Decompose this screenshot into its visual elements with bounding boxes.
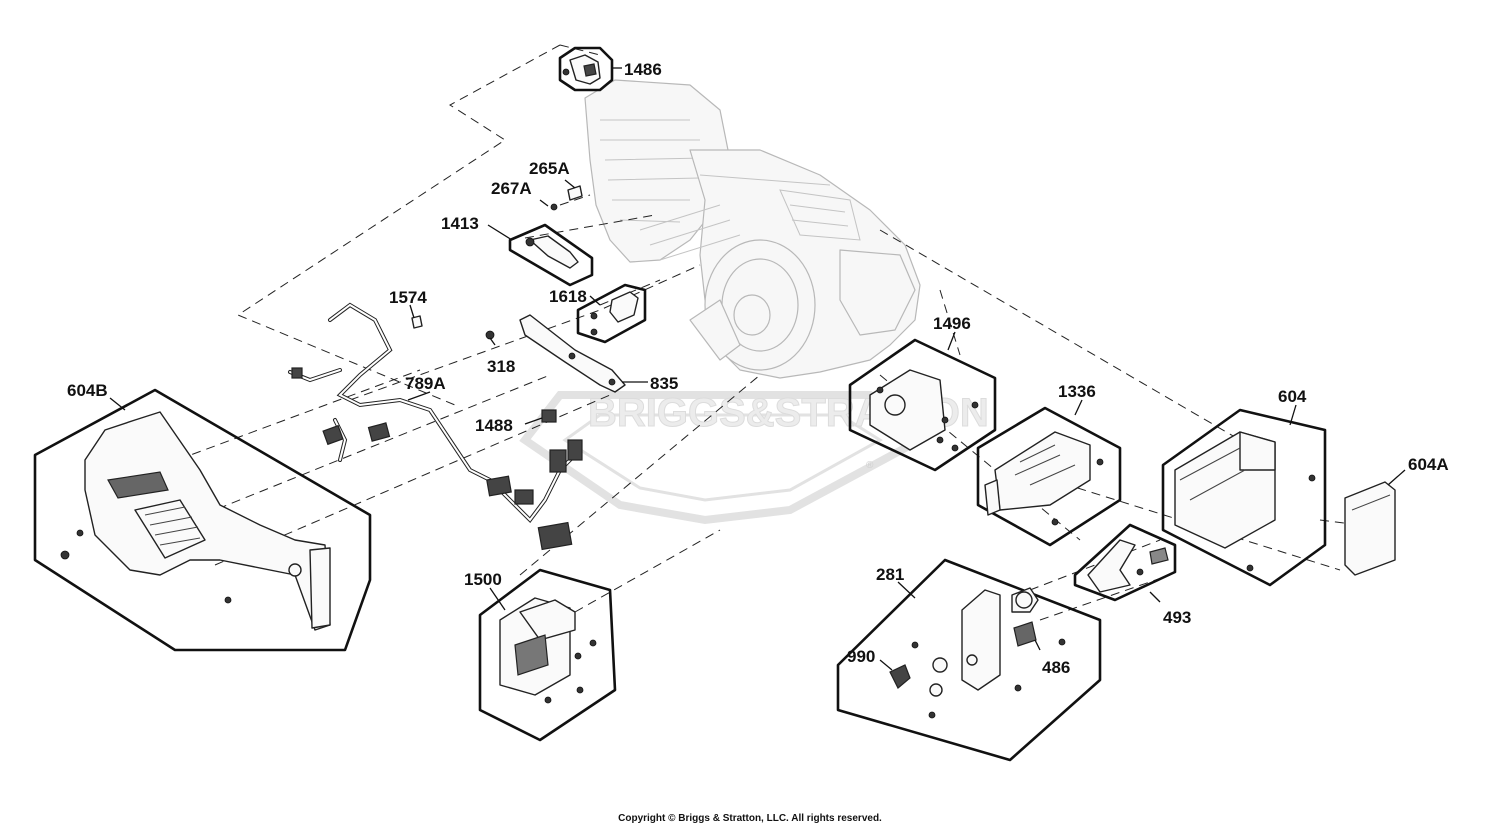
part-604-housing	[1174, 431, 1316, 572]
callout-604B: 604B	[67, 381, 108, 400]
callout-493: 493	[1163, 608, 1191, 627]
copyright-notice: Copyright © Briggs & Stratton, LLC. All …	[618, 813, 882, 824]
callout-486: 486	[1042, 658, 1070, 677]
part-1336-heat-shield	[984, 431, 1104, 526]
callout-265A: 265A	[529, 159, 570, 178]
part-990-sensor	[889, 664, 911, 689]
callout-267A: 267A	[491, 179, 532, 198]
box-1336	[976, 406, 1122, 547]
part-281-regulator	[911, 587, 1066, 719]
callout-1618: 1618	[549, 287, 587, 306]
part-1486-sensor	[562, 54, 601, 85]
callout-1413: 1413	[441, 214, 479, 233]
box-281	[836, 558, 1102, 762]
part-1618-bracket	[590, 291, 639, 336]
box-604	[1161, 408, 1327, 587]
part-318-bolt	[485, 330, 495, 340]
callout-1574: 1574	[389, 288, 427, 307]
callout-990: 990	[847, 647, 875, 666]
callout-1336: 1336	[1058, 382, 1096, 401]
callout-labels: 1486 265A 267A 1413 1618 1574 318 835 78…	[67, 60, 1449, 677]
box-1500	[478, 568, 617, 742]
part-493-bracket	[1087, 539, 1169, 593]
part-1496-cover-plate	[869, 369, 979, 452]
part-604A-cover	[1344, 481, 1396, 576]
callout-leaders	[109, 67, 1406, 671]
part-604B-shroud	[60, 411, 331, 631]
callout-318: 318	[487, 357, 515, 376]
box-604B	[33, 388, 372, 652]
engine-ghost	[584, 79, 921, 379]
part-265A-clip	[550, 185, 583, 211]
callout-1500: 1500	[464, 570, 502, 589]
part-1488-connector	[541, 409, 557, 423]
part-1413-sensor	[525, 235, 579, 269]
callout-281: 281	[876, 565, 904, 584]
callout-604: 604	[1278, 387, 1307, 406]
callout-604A: 604A	[1408, 455, 1449, 474]
box-1413	[508, 223, 594, 287]
part-1574-grommet	[411, 315, 423, 329]
part-789A-wiring-harness	[288, 302, 583, 551]
box-1618	[576, 283, 647, 344]
callout-1488: 1488	[475, 416, 513, 435]
watermark-registered-mark: ®	[866, 460, 874, 471]
callout-1496: 1496	[933, 314, 971, 333]
group-outlines	[33, 46, 1327, 762]
part-835-bracket	[519, 314, 626, 393]
box-493	[1073, 523, 1177, 602]
part-1500-control-module	[499, 597, 597, 704]
callout-835: 835	[650, 374, 678, 393]
box-1496	[848, 338, 997, 472]
callout-789A: 789A	[405, 374, 446, 393]
box-1486	[558, 46, 614, 92]
callout-1486: 1486	[624, 60, 662, 79]
